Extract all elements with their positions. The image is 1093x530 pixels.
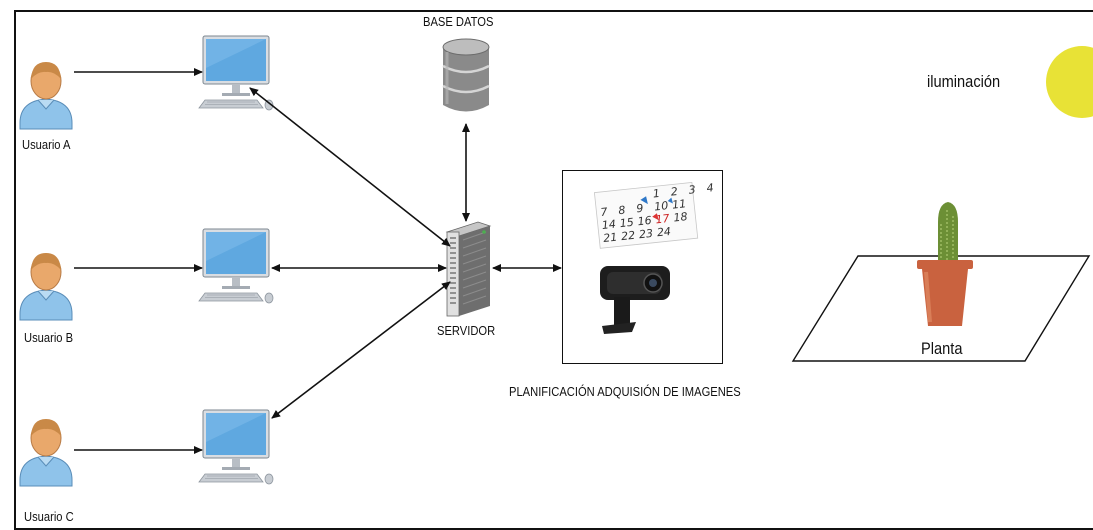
- calendar-day: 18: [673, 210, 688, 224]
- calendar-day: 4: [706, 181, 714, 195]
- calendar-day: 17: [655, 212, 670, 226]
- database-label: BASE DATOS: [423, 14, 494, 29]
- user-c-icon: [19, 418, 73, 487]
- lighting-icon: [1046, 46, 1093, 118]
- user-b-label: Usuario B: [24, 330, 74, 345]
- webcam-icon: [600, 266, 670, 334]
- calendar-day: 9: [636, 202, 644, 216]
- arrow-computer-a-server: [249, 87, 451, 247]
- user-a-label: Usuario A: [22, 137, 71, 152]
- calendar-day: 7: [600, 205, 608, 219]
- user-c-label: Usuario C: [24, 509, 74, 524]
- plant-label: Planta: [921, 339, 963, 358]
- pot-icon: [917, 260, 973, 326]
- calendar-day: 11: [671, 197, 686, 211]
- user-b-icon: [19, 252, 73, 321]
- user-a-icon: [19, 61, 73, 130]
- lighting-label: iluminación: [927, 72, 1001, 91]
- server-label: SERVIDOR: [437, 323, 496, 338]
- calendar-day: 15: [619, 216, 634, 230]
- arrows: [74, 68, 562, 454]
- calendar-day: 8: [618, 204, 626, 218]
- computer-b-icon: [198, 228, 274, 304]
- computer-c-icon: [198, 409, 274, 485]
- calendar-day: 1: [652, 187, 660, 201]
- calendar-day: 24: [656, 225, 671, 239]
- calendar-day: 14: [601, 218, 616, 232]
- plant-area: [791, 202, 1091, 362]
- calendar-day: 16: [637, 214, 652, 228]
- calendar-day: 10: [654, 199, 669, 213]
- server-icon: [445, 221, 492, 317]
- calendar-day: 2: [670, 185, 678, 199]
- calendar-day: 3: [688, 183, 696, 197]
- arrow-computer-c-server: [271, 281, 451, 419]
- calendar-day: 21: [603, 231, 618, 245]
- cactus-icon: [938, 202, 958, 262]
- calendar-day: 23: [638, 227, 653, 241]
- computer-a-icon: [198, 35, 274, 111]
- database-icon: [442, 38, 490, 112]
- plant-floor: [791, 255, 1091, 362]
- planning-label: PLANIFICACIÓN ADQUISIÓN DE IMAGENES: [509, 384, 741, 399]
- calendar-day: 22: [620, 229, 635, 243]
